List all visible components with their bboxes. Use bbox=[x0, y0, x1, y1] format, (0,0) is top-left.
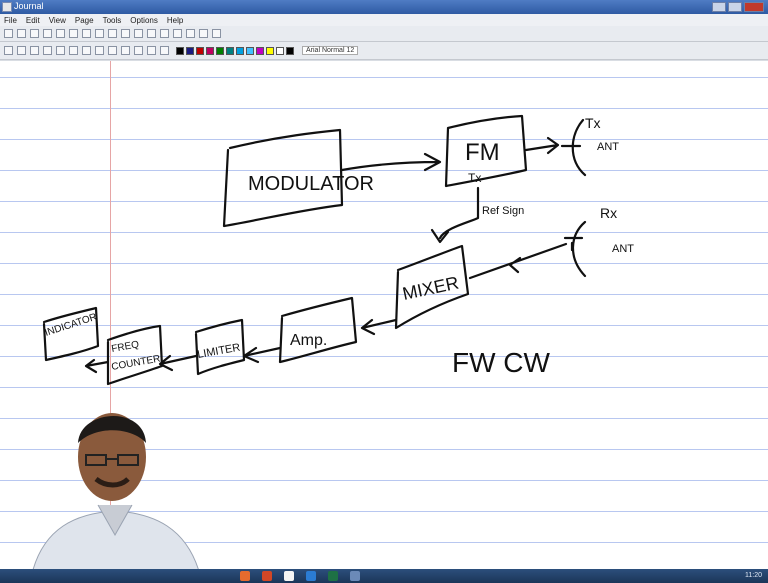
journal-app-icon bbox=[2, 2, 12, 12]
taskbar: 11:20 bbox=[0, 569, 768, 583]
text-tool-icon[interactable] bbox=[43, 46, 52, 55]
image-tool-icon[interactable] bbox=[56, 46, 65, 55]
copy-icon[interactable] bbox=[56, 29, 65, 38]
tx-ant-label: ANT bbox=[597, 141, 619, 153]
color-swatch[interactable] bbox=[216, 47, 224, 55]
print-icon[interactable] bbox=[30, 29, 39, 38]
arrow-limiter-counter bbox=[160, 356, 196, 370]
arrow-amp-limiter bbox=[244, 348, 280, 362]
freq-label: FREQ bbox=[111, 339, 140, 355]
color-swatch[interactable] bbox=[186, 47, 194, 55]
ref-signal-label: Ref Sign bbox=[482, 205, 524, 217]
arrow-mod-fm bbox=[342, 154, 440, 170]
shape-recognizer-icon[interactable] bbox=[121, 46, 130, 55]
color-swatch[interactable] bbox=[286, 47, 294, 55]
color-swatch[interactable] bbox=[236, 47, 244, 55]
limiter-label: LIMITER bbox=[196, 342, 241, 361]
tx-antenna-icon bbox=[562, 120, 585, 175]
menu-view[interactable]: View bbox=[49, 16, 66, 25]
fwcw-label: FW CW bbox=[452, 347, 551, 378]
indicator-label: INDICATOR bbox=[44, 312, 99, 339]
arrow-fm-ant bbox=[526, 138, 558, 153]
last-page-icon[interactable] bbox=[147, 29, 156, 38]
redo-icon[interactable] bbox=[95, 29, 104, 38]
color-swatch[interactable] bbox=[256, 47, 264, 55]
amp-block bbox=[280, 298, 356, 362]
presenter-video bbox=[20, 395, 210, 569]
menu-edit[interactable]: Edit bbox=[26, 16, 40, 25]
save-icon[interactable] bbox=[4, 29, 13, 38]
arrow-mixer-amp bbox=[362, 320, 396, 334]
font-selector[interactable]: Arial Normal 12 bbox=[302, 46, 358, 55]
pen-toolbar: Arial Normal 12 bbox=[0, 42, 768, 60]
window-controls bbox=[712, 2, 764, 12]
hand-tool-icon[interactable] bbox=[108, 46, 117, 55]
amp-label: Amp. bbox=[290, 332, 327, 349]
rx-antenna-icon bbox=[565, 222, 585, 276]
eraser-icon[interactable] bbox=[17, 46, 26, 55]
skype-icon[interactable] bbox=[306, 571, 316, 581]
window-title: Journal bbox=[14, 1, 44, 11]
fm-label: FM bbox=[465, 139, 500, 166]
modulator-label: MODULATOR bbox=[248, 173, 374, 195]
menu-options[interactable]: Options bbox=[130, 16, 158, 25]
menu-tools[interactable]: Tools bbox=[103, 16, 122, 25]
color-swatch[interactable] bbox=[226, 47, 234, 55]
first-page-icon[interactable] bbox=[108, 29, 117, 38]
fm-tx-label: Tx bbox=[468, 171, 481, 185]
undo-icon[interactable] bbox=[82, 29, 91, 38]
close-button[interactable] bbox=[744, 2, 764, 12]
zoom-out-icon[interactable] bbox=[173, 29, 182, 38]
standard-toolbar bbox=[0, 26, 768, 42]
powerpoint-icon[interactable] bbox=[262, 571, 272, 581]
arrow-counter-indicator bbox=[86, 360, 108, 372]
title-bar: Journal bbox=[0, 0, 768, 14]
chrome-icon[interactable] bbox=[284, 571, 294, 581]
ruler-icon[interactable] bbox=[134, 46, 143, 55]
prev-page-icon[interactable] bbox=[121, 29, 130, 38]
clock: 11:20 bbox=[745, 572, 762, 579]
zoom-page-icon[interactable] bbox=[199, 29, 208, 38]
counter-label: COUNTER bbox=[111, 354, 162, 373]
color-swatch[interactable] bbox=[176, 47, 184, 55]
color-swatch[interactable] bbox=[196, 47, 204, 55]
menu-help[interactable]: Help bbox=[167, 16, 183, 25]
color-swatch[interactable] bbox=[276, 47, 284, 55]
pen-icon[interactable] bbox=[4, 46, 13, 55]
minimize-button[interactable] bbox=[712, 2, 726, 12]
menu-file[interactable]: File bbox=[4, 16, 17, 25]
color-swatch[interactable] bbox=[266, 47, 274, 55]
menu-page[interactable]: Page bbox=[75, 16, 94, 25]
arrow-ant-mixer bbox=[470, 244, 566, 278]
ref-signal-line bbox=[432, 188, 478, 242]
vertical-space-icon[interactable] bbox=[95, 46, 104, 55]
color-palette bbox=[176, 47, 294, 55]
pen-thick-icon[interactable] bbox=[160, 46, 169, 55]
journal-taskbar-icon[interactable] bbox=[350, 571, 360, 581]
color-swatch[interactable] bbox=[246, 47, 254, 55]
zoom-in-icon[interactable] bbox=[160, 29, 169, 38]
media-player-icon[interactable] bbox=[240, 571, 250, 581]
excel-icon[interactable] bbox=[328, 571, 338, 581]
journal-page[interactable]: MODULATOR FM Tx Tx ANT Ref Sign Rx ANT M… bbox=[0, 61, 768, 569]
menu-bar: File Edit View Page Tools Options Help bbox=[0, 14, 768, 26]
select-lasso-icon[interactable] bbox=[82, 46, 91, 55]
zoom-width-icon[interactable] bbox=[186, 29, 195, 38]
pen-thin-icon[interactable] bbox=[147, 46, 156, 55]
paste-icon[interactable] bbox=[69, 29, 78, 38]
highlighter-icon[interactable] bbox=[30, 46, 39, 55]
next-page-icon[interactable] bbox=[134, 29, 143, 38]
new-page-icon[interactable] bbox=[17, 29, 26, 38]
rx-ant-label: ANT bbox=[612, 243, 634, 255]
maximize-button[interactable] bbox=[728, 2, 742, 12]
fullscreen-icon[interactable] bbox=[212, 29, 221, 38]
cut-icon[interactable] bbox=[43, 29, 52, 38]
tx-antenna-label: Tx bbox=[585, 115, 601, 131]
select-rect-icon[interactable] bbox=[69, 46, 78, 55]
rx-antenna-label: Rx bbox=[600, 205, 617, 221]
color-swatch[interactable] bbox=[206, 47, 214, 55]
